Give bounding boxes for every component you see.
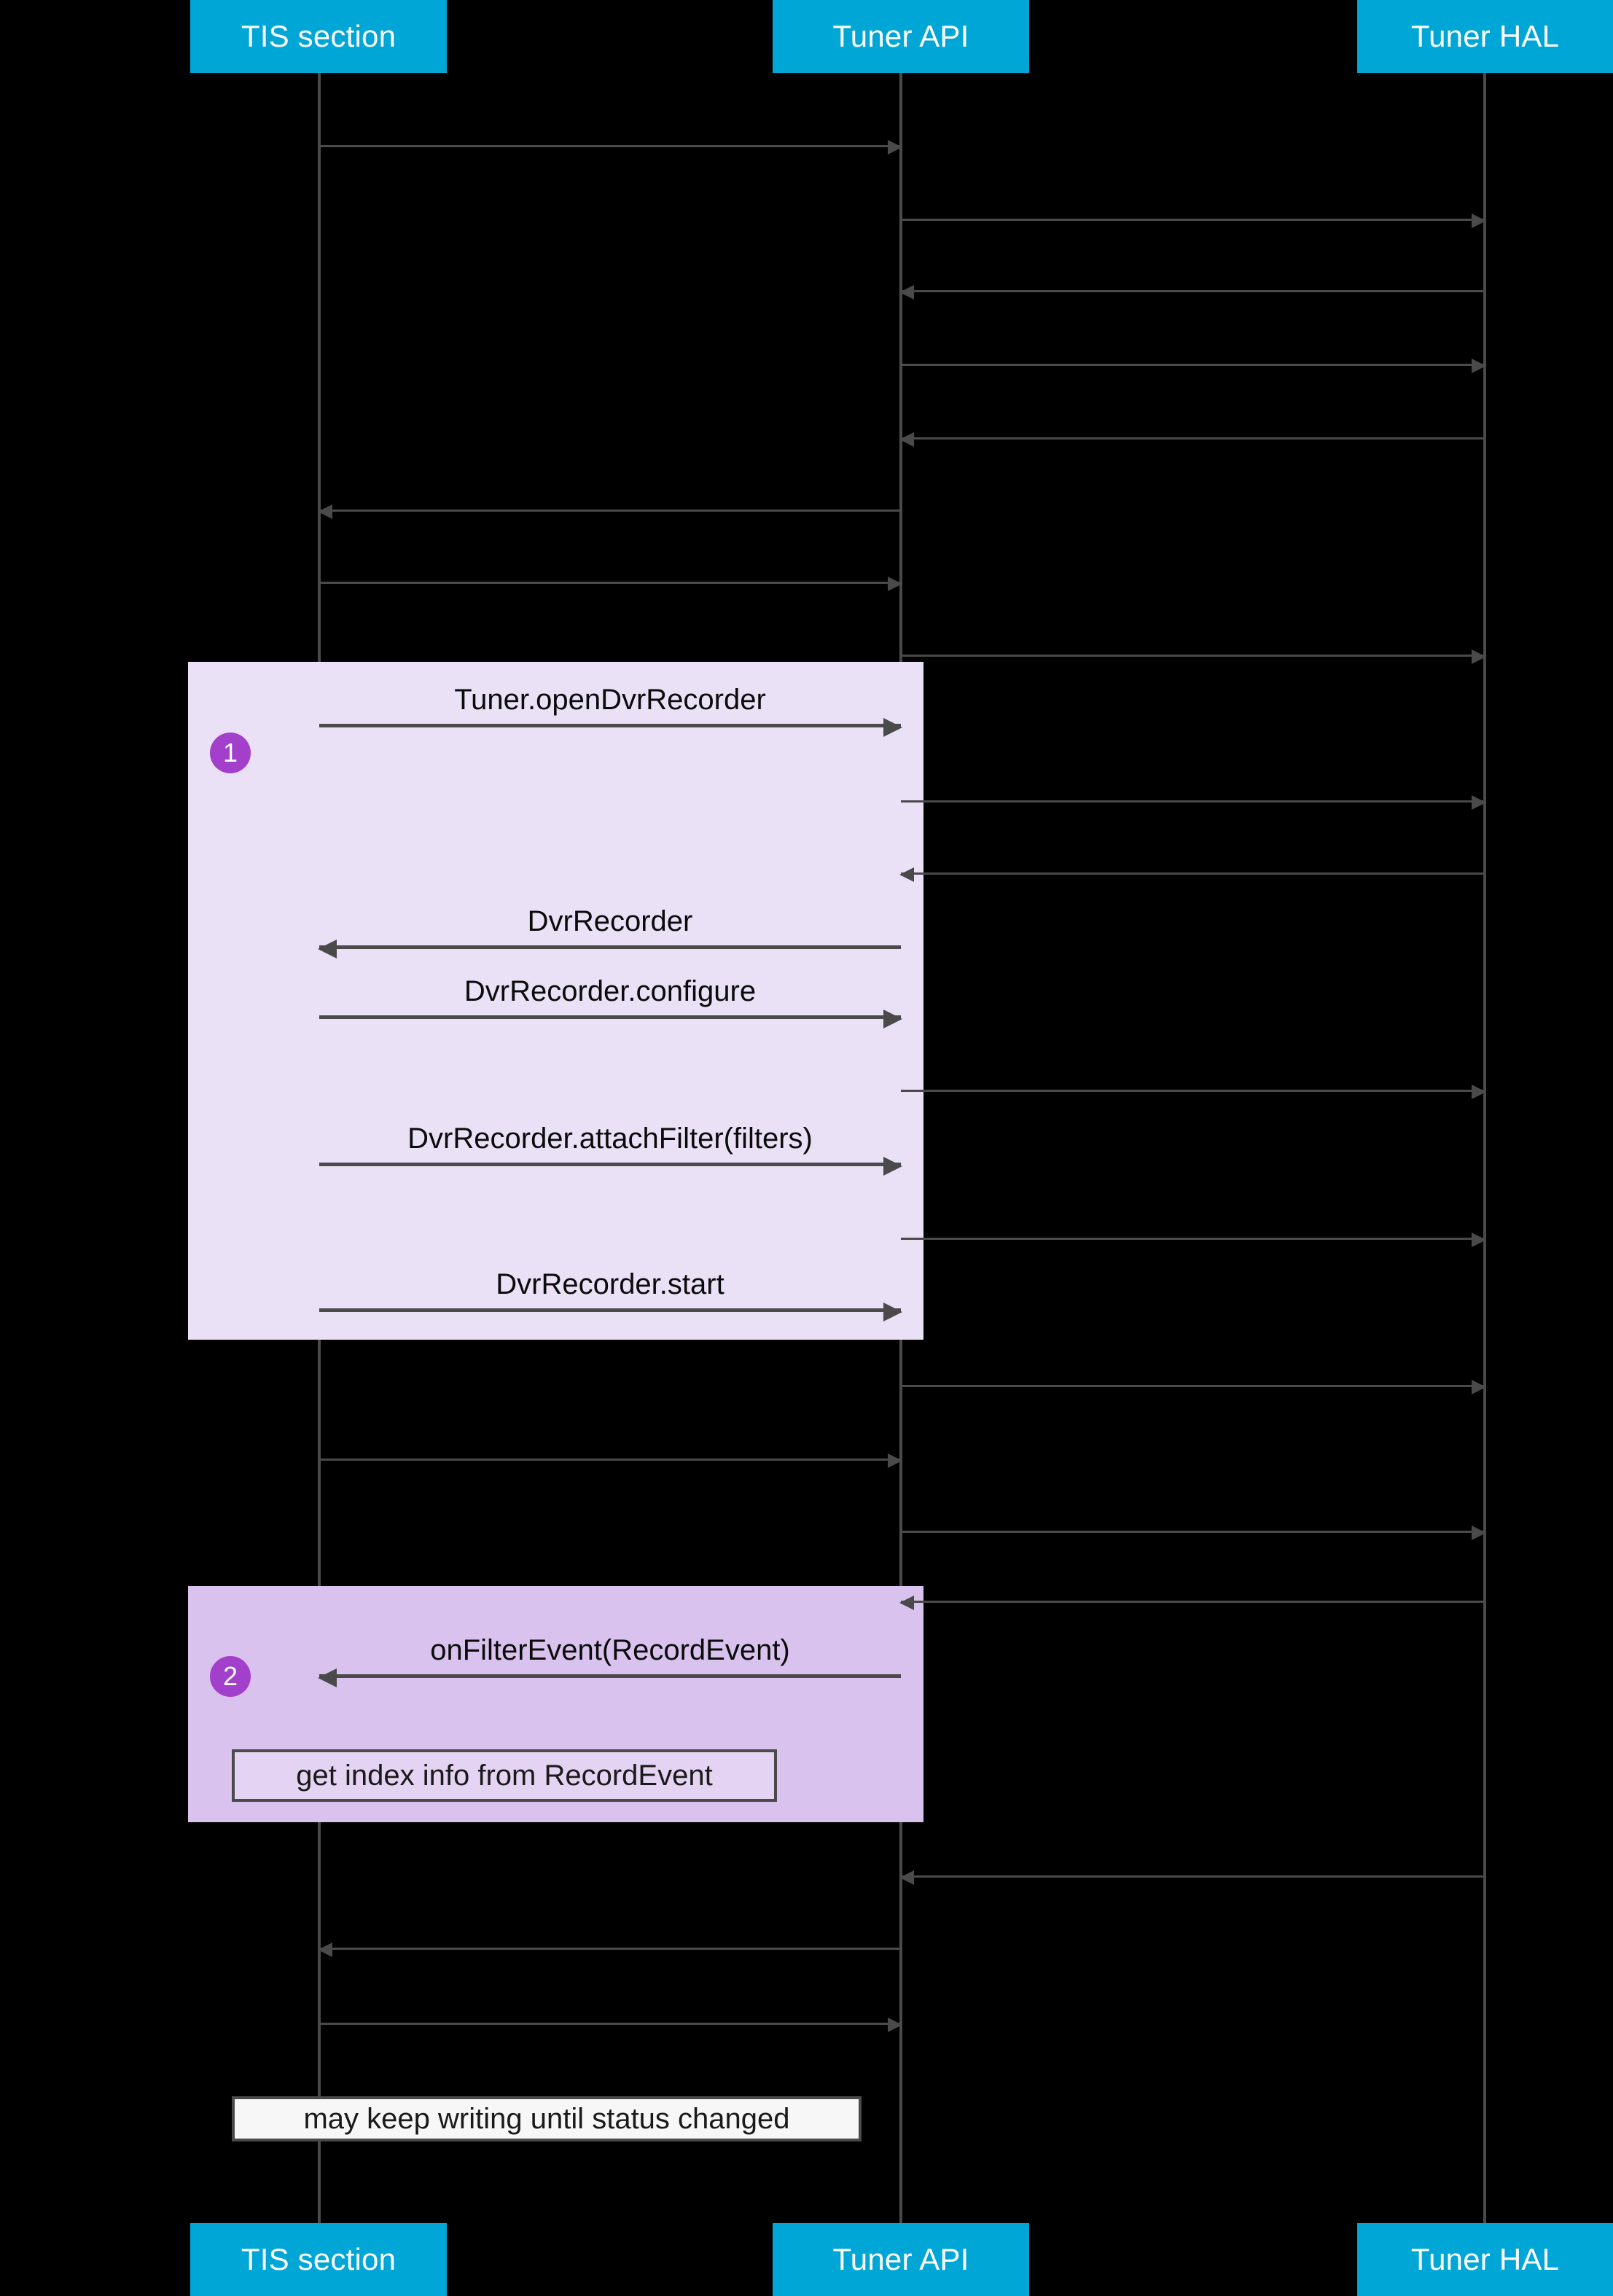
- note-may-keep-writing-text: may keep writing until status changed: [303, 2102, 790, 2135]
- participant-header-tuner-api[interactable]: Tuner API: [773, 0, 1029, 73]
- message-arrow-on-filter-event: [318, 1668, 901, 1687]
- message-arrow: [899, 285, 1485, 300]
- message-arrow-open-dvr-recorder: [319, 718, 902, 737]
- message-arrow: [899, 1596, 1485, 1610]
- fragment-2-badge: 2: [210, 1656, 251, 1697]
- message-arrow: [901, 1233, 1486, 1247]
- message-label-dvr-recorder-configure: DvrRecorder.configure: [464, 975, 757, 1007]
- lifeline-tuner-hal: [1483, 73, 1486, 2223]
- participant-header-tuner-hal[interactable]: Tuner HAL: [1357, 0, 1613, 73]
- participant-footer-tuner-hal[interactable]: Tuner HAL: [1357, 2223, 1613, 2296]
- message-label-dvr-recorder-start: DvrRecorder.start: [496, 1268, 725, 1300]
- note-may-keep-writing: may keep writing until status changed: [232, 2096, 862, 2141]
- message-arrow: [318, 1942, 901, 1957]
- message-arrow: [901, 1526, 1486, 1540]
- message-arrow-dvr-recorder-attach-filter: [319, 1157, 902, 1176]
- message-label-open-dvr-recorder: Tuner.openDvrRecorder: [454, 684, 766, 716]
- participant-footer-tuner-api[interactable]: Tuner API: [773, 2223, 1029, 2296]
- message-arrow: [899, 1870, 1485, 1885]
- message-arrow: [319, 140, 902, 155]
- message-arrow-dvr-recorder-start: [319, 1303, 902, 1321]
- message-arrow: [899, 432, 1485, 447]
- note-get-index-info: get index info from RecordEvent: [232, 1749, 777, 1802]
- participant-footer-tuner-hal-label: Tuner HAL: [1410, 2242, 1560, 2276]
- message-arrow: [319, 577, 902, 591]
- participant-footer-tis-section[interactable]: TIS section: [190, 2223, 447, 2296]
- message-arrow-dvr-recorder-return: [318, 940, 901, 958]
- participant-header-tuner-api-label: Tuner API: [832, 19, 969, 53]
- participant-footer-tis-section-label: TIS section: [241, 2242, 397, 2276]
- message-arrow-dvr-recorder-configure: [319, 1010, 902, 1028]
- message-arrow: [899, 867, 1485, 882]
- message-label-on-filter-event: onFilterEvent(RecordEvent): [430, 1634, 790, 1666]
- message-arrow: [319, 1453, 902, 1468]
- fragment-1[interactable]: [188, 662, 923, 1340]
- fragment-2-badge-label: 2: [222, 1661, 238, 1691]
- participant-footer-tuner-api-label: Tuner API: [832, 2242, 969, 2276]
- message-arrow: [901, 359, 1486, 373]
- message-arrow: [319, 2018, 902, 2032]
- message-arrow: [901, 214, 1486, 228]
- fragment-1-badge-label: 1: [222, 738, 238, 768]
- message-arrow: [318, 504, 901, 519]
- participant-header-tis-section-label: TIS section: [241, 19, 397, 53]
- participant-header-tuner-hal-label: Tuner HAL: [1410, 19, 1560, 53]
- message-arrow: [901, 1380, 1486, 1394]
- message-arrow: [901, 1085, 1486, 1099]
- fragment-1-badge: 1: [210, 733, 251, 773]
- message-arrow: [901, 795, 1486, 810]
- note-get-index-info-text: get index info from RecordEvent: [296, 1759, 713, 1792]
- message-label-dvr-recorder-attach-filter: DvrRecorder.attachFilter(filters): [407, 1122, 813, 1155]
- message-label-dvr-recorder-return: DvrRecorder: [527, 905, 693, 937]
- message-arrow: [901, 649, 1486, 664]
- participant-header-tis-section[interactable]: TIS section: [190, 0, 447, 73]
